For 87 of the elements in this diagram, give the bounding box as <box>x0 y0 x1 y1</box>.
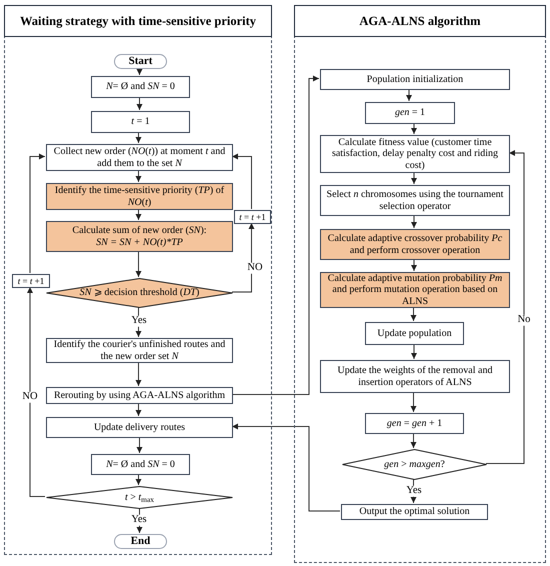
process-box <box>320 229 510 260</box>
arrow <box>136 170 142 182</box>
box-text: Output the optimal solution <box>359 506 470 518</box>
box-text: gen = gen + 1 <box>386 418 442 430</box>
dashed-panel <box>4 5 272 555</box>
arrow <box>411 344 417 360</box>
box-text: Rerouting by using AGA-ALNS algorithm <box>54 390 226 402</box>
edge-label: NO <box>21 392 39 402</box>
arrow <box>27 286 46 497</box>
process-box <box>46 221 233 252</box>
box-text: End <box>130 535 150 548</box>
arrow <box>136 208 142 220</box>
edge-label: No <box>516 314 532 326</box>
box-text: Update population <box>377 328 452 340</box>
arrow <box>136 362 142 386</box>
box-text: N= Ø and SN = 0 <box>106 458 175 470</box>
arrow <box>410 432 416 448</box>
edge-label: NO <box>246 262 264 274</box>
box-text: t = t +1 <box>239 212 266 222</box>
arrow <box>411 122 417 134</box>
arrow <box>30 154 46 274</box>
process-box <box>320 135 510 173</box>
arrow <box>136 68 142 76</box>
arrow <box>136 474 142 486</box>
terminal-box <box>114 54 167 69</box>
box-text: Start <box>128 55 152 68</box>
process-box <box>365 413 464 434</box>
process-box <box>46 183 233 210</box>
box-text: Identify the courier's unfinished routes and the new order set N <box>52 339 226 362</box>
process-box <box>341 504 488 520</box>
panel-title: Waiting strategy with time-sensitive priority <box>4 5 272 37</box>
box-text: Calculate adaptive mutation probability Pm and perform mutation operation based on ALNS <box>326 272 504 308</box>
process-box <box>320 185 510 216</box>
arrow <box>411 172 417 184</box>
arrow <box>136 96 142 110</box>
arrow <box>232 424 340 512</box>
process-box <box>365 102 455 124</box>
arrow <box>411 214 417 228</box>
box-text: Select n chromosomes using the tournament selection operator <box>326 189 504 212</box>
process-box <box>91 454 190 475</box>
process-box <box>320 360 510 393</box>
process-box <box>46 144 233 171</box>
arrow <box>406 88 412 102</box>
edge-label: Yes <box>130 514 148 526</box>
arrow <box>232 154 252 210</box>
process-box <box>46 417 233 438</box>
process-box <box>12 274 50 288</box>
arrow <box>136 250 142 278</box>
box-text: Calculate sum of new order (SN): <box>72 225 207 236</box>
arrow <box>410 392 416 412</box>
box-text: Calculate fitness value (customer time satisfaction, delay penalty cost and riding cost) <box>330 136 500 172</box>
decision-text: SN ⩾ decision threshold (DT) <box>80 287 200 299</box>
decision-text: t > t$_{max}$ <box>124 492 154 504</box>
box-text: t = 1 <box>131 116 150 128</box>
box-text: Update delivery routes <box>94 422 186 434</box>
box-text: N= Ø and SN = 0 <box>106 81 175 93</box>
process-box <box>234 210 271 224</box>
arrow <box>410 306 416 322</box>
arrow <box>136 436 142 454</box>
process-box <box>91 76 190 98</box>
arrow <box>232 76 320 395</box>
box-text: Update the weights of the removal and insertion operators of ALNS <box>336 365 494 388</box>
terminal-box <box>114 534 167 549</box>
box-text: Calculate adaptive crossover probability Pc and perform crossover operation <box>326 233 504 256</box>
box-text: Identify the time-sensitive priority (TP) of NO(t) <box>54 185 226 208</box>
edge-label: Yes <box>405 486 423 496</box>
process-box <box>320 69 510 90</box>
process-box <box>46 387 233 404</box>
decision-diamond <box>46 278 233 308</box>
box-text: t = t +1 <box>18 276 44 286</box>
box-text: Population initialization <box>366 74 464 86</box>
edge-label: Yes <box>130 316 148 326</box>
decision-text: gen > maxgen? <box>384 458 445 470</box>
panel-title: AGA-ALNS algorithm <box>294 5 546 37</box>
dashed-panel <box>294 5 546 563</box>
decision-diamond <box>46 486 233 509</box>
arrow <box>411 258 417 272</box>
arrow <box>136 402 142 416</box>
decision-diamond <box>342 449 487 480</box>
process-box <box>91 111 190 133</box>
arrow <box>486 150 524 464</box>
process-box <box>365 322 464 345</box>
box-text: gen = 1 <box>394 107 426 119</box>
arrow <box>136 132 142 144</box>
box-text: Collect new order (NO(t)) at moment t and add them to the set N <box>52 146 226 169</box>
box-text: SN = SN + NO(t)*TP <box>96 236 183 248</box>
arrow <box>232 222 254 292</box>
